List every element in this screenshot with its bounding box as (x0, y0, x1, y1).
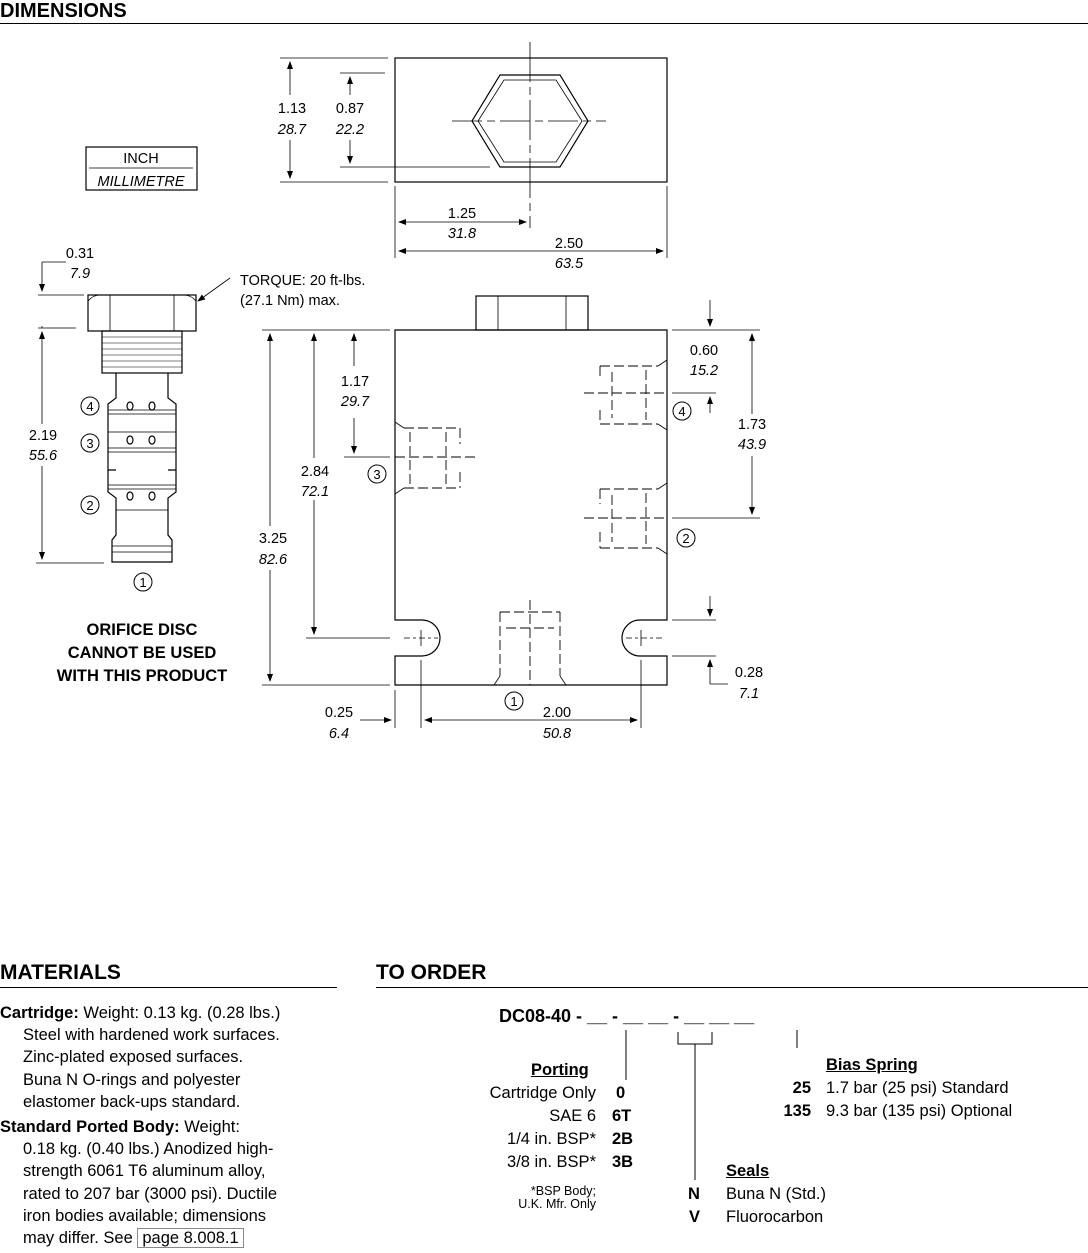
dim-031-inch: 0.31 (66, 246, 94, 262)
cartridge-label: Cartridge: (0, 1004, 79, 1022)
dim-219-mm: 55.6 (29, 448, 58, 464)
bias-label-0: 1.7 bar (25 psi) Standard (826, 1079, 1009, 1097)
dimensions-title: DIMENSIONS (0, 0, 127, 22)
dim-219-inch: 2.19 (29, 428, 57, 444)
seals-code-0: N (688, 1185, 700, 1203)
dim-031-mm: 7.9 (70, 266, 90, 282)
seals-label-0: Buna N (Std.) (726, 1185, 826, 1203)
porting-code-2: 2B (612, 1130, 634, 1148)
bsp-note: *BSP Body; U.K. Mfr. Only (470, 1185, 596, 1211)
cartridge-thread (101, 330, 183, 374)
body-port-2: 2 (682, 531, 689, 546)
to-order-rule (376, 987, 1088, 988)
bsp-note-line2: U.K. Mfr. Only (518, 1197, 596, 1211)
materials-title: MATERIALS (0, 961, 121, 984)
cartridge-port-2: 2 (86, 498, 93, 513)
dim-200-inch: 2.00 (543, 705, 571, 721)
bias-label-1: 9.3 bar (135 psi) Optional (826, 1102, 1013, 1120)
seals-code-1: V (689, 1208, 701, 1226)
cartridge-line-2: Zinc-plated exposed surfaces. (23, 1048, 244, 1067)
dim-113-inch: 1.13 (278, 101, 306, 117)
dim-284-mm: 72.1 (301, 484, 329, 500)
body-outline (394, 329, 668, 686)
cartridge-port-1: 1 (139, 575, 146, 590)
porting-title: Porting (531, 1061, 589, 1079)
porting-label-1: SAE 6 (549, 1107, 596, 1125)
porting-label-2: 1/4 in. BSP* (507, 1130, 596, 1148)
dim-087-mm: 22.2 (335, 122, 364, 138)
body-line-3: rated to 207 bar (3000 psi). Ductile (23, 1184, 278, 1203)
bias-spring-title: Bias Spring (826, 1056, 918, 1074)
dim-025-inch: 0.25 (325, 705, 353, 721)
cartridge-weight: Weight: 0.13 kg. (0.28 lbs.) (78, 1004, 281, 1022)
cartridge-port-4: 4 (86, 399, 93, 414)
porting-label-3: 3/8 in. BSP* (507, 1153, 596, 1171)
dim-250-mm: 63.5 (555, 256, 584, 272)
body-last-prefix: may differ. See (23, 1229, 138, 1248)
cartridge-weight-line: Cartridge: Weight: 0.13 kg. (0.28 lbs.) (0, 1002, 340, 1024)
dim-325-mm: 82.6 (259, 552, 288, 568)
porting-code-3: 3B (612, 1153, 634, 1171)
cartridge-line-3: Buna N O-rings and polyester (23, 1070, 241, 1089)
dim-060-inch: 0.60 (690, 343, 718, 359)
dim-087-inch: 0.87 (336, 101, 364, 117)
body-line-5: may differ. See page 8.008.1 (0, 1227, 340, 1249)
body-port-1: 1 (510, 694, 517, 709)
cartridge-hex (87, 294, 197, 332)
bias-code-0: 25 (792, 1079, 811, 1097)
legend-box (85, 146, 198, 191)
dim-060-mm: 15.2 (690, 363, 718, 379)
dim-173-mm: 43.9 (738, 437, 766, 453)
materials-rule (0, 987, 337, 988)
dim-173-inch: 1.73 (738, 417, 766, 433)
body-line-1: 0.18 kg. (0.40 lbs.) Anodized high- (23, 1140, 274, 1159)
body-port-3: 3 (373, 467, 380, 482)
to-order-title: TO ORDER (376, 961, 487, 984)
dim-125-inch: 1.25 (448, 206, 476, 222)
dimension-drawing: INCH MILLIMETRE 1.13 28.7 0.87 22.2 1.25… (29, 42, 766, 742)
dim-117-mm: 29.7 (340, 394, 370, 410)
seals-title: Seals (726, 1162, 770, 1180)
dim-325-inch: 3.25 (259, 531, 287, 547)
dim-117-inch: 1.17 (341, 374, 369, 390)
bsp-note-line1: *BSP Body; (530, 1184, 596, 1198)
dim-028-inch: 0.28 (735, 665, 763, 681)
legend-mm: MILLIMETRE (97, 174, 184, 190)
torque-note-line2: (27.1 Nm) max. (240, 293, 340, 309)
dim-284-inch: 2.84 (301, 464, 329, 480)
cartridge-port-3: 3 (86, 436, 93, 451)
materials-text: Cartridge: Weight: 0.13 kg. (0.28 lbs.) … (0, 1002, 340, 1249)
porting-label-0: Cartridge Only (489, 1084, 596, 1102)
body-line-4: iron bodies available; dimensions (23, 1206, 267, 1225)
dimensions-rule (0, 23, 1088, 24)
dim-200-mm: 50.8 (543, 726, 571, 742)
body-port-4: 4 (678, 404, 685, 419)
order-code-leaders (625, 1030, 798, 1180)
top-view-body (394, 57, 668, 183)
page-reference-link[interactable]: page 8.008.1 (137, 1228, 244, 1249)
body-weight: Weight: (179, 1118, 240, 1137)
legend-inch: INCH (123, 151, 158, 167)
cartridge-line-4: elastomer back-ups standard. (23, 1092, 241, 1111)
body-hex (475, 295, 589, 331)
body-label: Standard Ported Body: (0, 1118, 180, 1137)
body-line-2: strength 6061 T6 aluminum alloy, (23, 1162, 266, 1181)
cartridge-line-1: Steel with hardened work surfaces. (23, 1026, 280, 1045)
orifice-note-line3: WITH THIS PRODUCT (57, 667, 228, 685)
model-code: DC08-40 - __ - __ __ - __ __ __ (499, 1006, 755, 1026)
orifice-note-line2: CANNOT BE USED (68, 644, 217, 662)
body-weight-line: Standard Ported Body: Weight: (0, 1116, 340, 1138)
bias-code-1: 135 (783, 1102, 811, 1120)
porting-code-1: 6T (612, 1107, 632, 1125)
dim-113-mm: 28.7 (277, 122, 307, 138)
orifice-note-line1: ORIFICE DISC (87, 621, 198, 639)
dim-250-inch: 2.50 (555, 236, 583, 252)
porting-code-0: 0 (616, 1084, 626, 1102)
dim-125-mm: 31.8 (448, 226, 476, 242)
dim-025-mm: 6.4 (329, 726, 349, 742)
torque-note-line1: TORQUE: 20 ft-lbs. (240, 273, 365, 289)
dim-028-mm: 7.1 (739, 686, 759, 702)
seals-label-1: Fluorocarbon (726, 1208, 824, 1226)
